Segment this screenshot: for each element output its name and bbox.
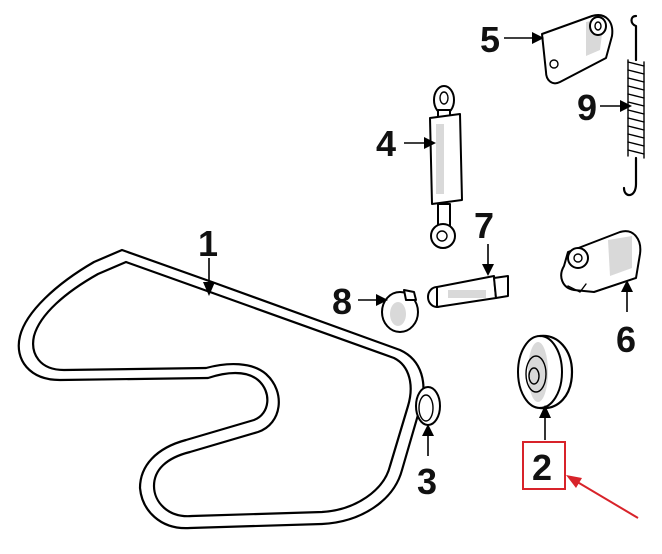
pivot-pin: 7 xyxy=(427,205,509,308)
callout-8: 8 xyxy=(332,281,352,322)
callout-6: 6 xyxy=(616,319,636,360)
callout-2-highlight xyxy=(522,441,566,490)
serpentine-belt: 1 xyxy=(17,223,425,530)
callout-2: 2 xyxy=(532,447,552,488)
idler-pulley: 2 xyxy=(517,334,574,490)
seal-cap: 3 xyxy=(415,386,441,502)
callout-9: 9 xyxy=(577,87,597,128)
cover-cap: 8 xyxy=(332,281,419,333)
tensioner-bracket: 6 xyxy=(560,230,642,360)
callout-4: 4 xyxy=(376,123,396,164)
tension-spring: 9 xyxy=(577,14,645,197)
callout-1: 1 xyxy=(198,223,218,264)
callout-5: 5 xyxy=(480,19,500,60)
callout-3: 3 xyxy=(417,461,437,502)
callout-7: 7 xyxy=(474,205,494,246)
tensioner-damper: 4 xyxy=(376,85,463,249)
highlight-arrow xyxy=(566,475,639,519)
mounting-bracket: 5 xyxy=(480,14,614,85)
